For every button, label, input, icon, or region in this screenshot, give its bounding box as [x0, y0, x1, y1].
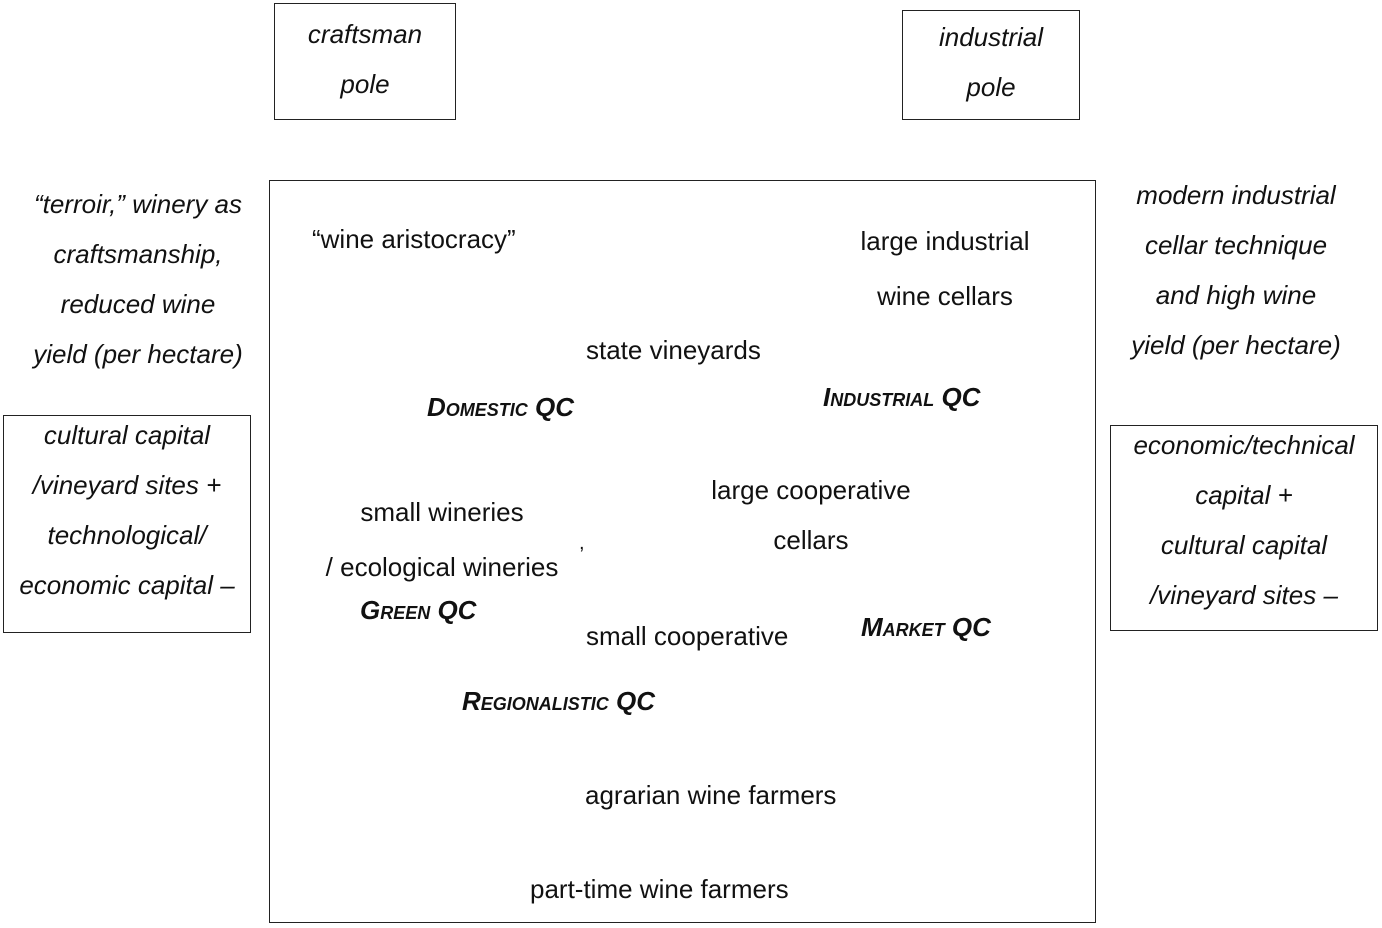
small-wineries-line-2: / ecological wineries: [325, 552, 559, 582]
domestic-qc-label: Domestic QC: [427, 392, 575, 422]
industrial-pole-line-1: industrial: [938, 22, 1044, 52]
part-time-wine-farmers-label: part-time wine farmers: [530, 874, 789, 904]
left-capital-line-2: /vineyard sites +: [32, 470, 222, 500]
left-capital-line-3: technological/: [47, 520, 207, 550]
right-capital-line-2: capital +: [1195, 480, 1293, 510]
right-capital-label: economic/technical capital + cultural ca…: [1111, 420, 1377, 620]
craftsman-pole-box: craftsman pole: [274, 3, 456, 120]
market-qc-label: Market QC: [861, 612, 991, 642]
left-description-line-2: craftsmanship,: [53, 239, 223, 269]
green-qc-label: Green QC: [360, 595, 477, 625]
small-wineries-line-1: small wineries: [360, 497, 524, 527]
left-capital-box: cultural capital /vineyard sites + techn…: [3, 415, 251, 633]
left-description-line-1: “terroir,” winery as: [33, 189, 243, 219]
left-capital-label: cultural capital /vineyard sites + techn…: [4, 410, 250, 610]
craftsman-pole-line-2: pole: [340, 69, 390, 99]
large-cooperative-cellars-label: large cooperative cellars: [690, 465, 932, 565]
right-capital-line-3: cultural capital: [1160, 530, 1328, 560]
right-description-line-3: and high wine: [1155, 280, 1317, 310]
small-wineries-label: small wineries / ecological wineries: [306, 485, 578, 595]
right-capital-box: economic/technical capital + cultural ca…: [1110, 425, 1378, 631]
left-description: “terroir,” winery as craftsmanship, redu…: [6, 179, 270, 379]
right-description-line-4: yield (per hectare): [1131, 330, 1341, 360]
right-description-line-2: cellar technique: [1144, 230, 1328, 260]
industrial-qc-label: Industrial QC: [823, 382, 981, 412]
large-industrial-line-2: wine cellars: [877, 281, 1013, 311]
craftsman-pole-line-1: craftsman: [307, 19, 423, 49]
wine-aristocracy-label: “wine aristocracy”: [312, 224, 516, 254]
field-box: [269, 180, 1096, 923]
right-capital-line-1: economic/technical: [1133, 430, 1355, 460]
industrial-pole-box: industrial pole: [902, 10, 1080, 120]
left-capital-line-4: economic capital –: [19, 570, 235, 600]
left-description-line-4: yield (per hectare): [33, 339, 243, 369]
regionalistic-qc-label: Regionalistic QC: [462, 686, 656, 716]
industrial-pole-label: industrial pole: [903, 12, 1079, 112]
right-description: modern industrial cellar technique and h…: [1100, 170, 1372, 370]
craftsman-pole-label: craftsman pole: [275, 9, 455, 109]
agrarian-wine-farmers-label: agrarian wine farmers: [585, 780, 837, 810]
stray-comma-mark: ,: [579, 532, 585, 554]
large-industrial-line-1: large industrial: [860, 226, 1030, 256]
large-industrial-cellars-label: large industrial wine cellars: [830, 214, 1060, 324]
left-description-line-3: reduced wine: [60, 289, 216, 319]
left-capital-line-1: cultural capital: [43, 420, 211, 450]
large-cooperative-line-2: cellars: [773, 525, 849, 555]
industrial-pole-line-2: pole: [966, 72, 1016, 102]
small-cooperative-label: small cooperative: [586, 621, 789, 651]
state-vineyards-label: state vineyards: [586, 335, 761, 365]
right-capital-line-4: /vineyard sites –: [1150, 580, 1338, 610]
large-cooperative-line-1: large cooperative: [711, 475, 911, 505]
right-description-line-1: modern industrial: [1136, 180, 1336, 210]
